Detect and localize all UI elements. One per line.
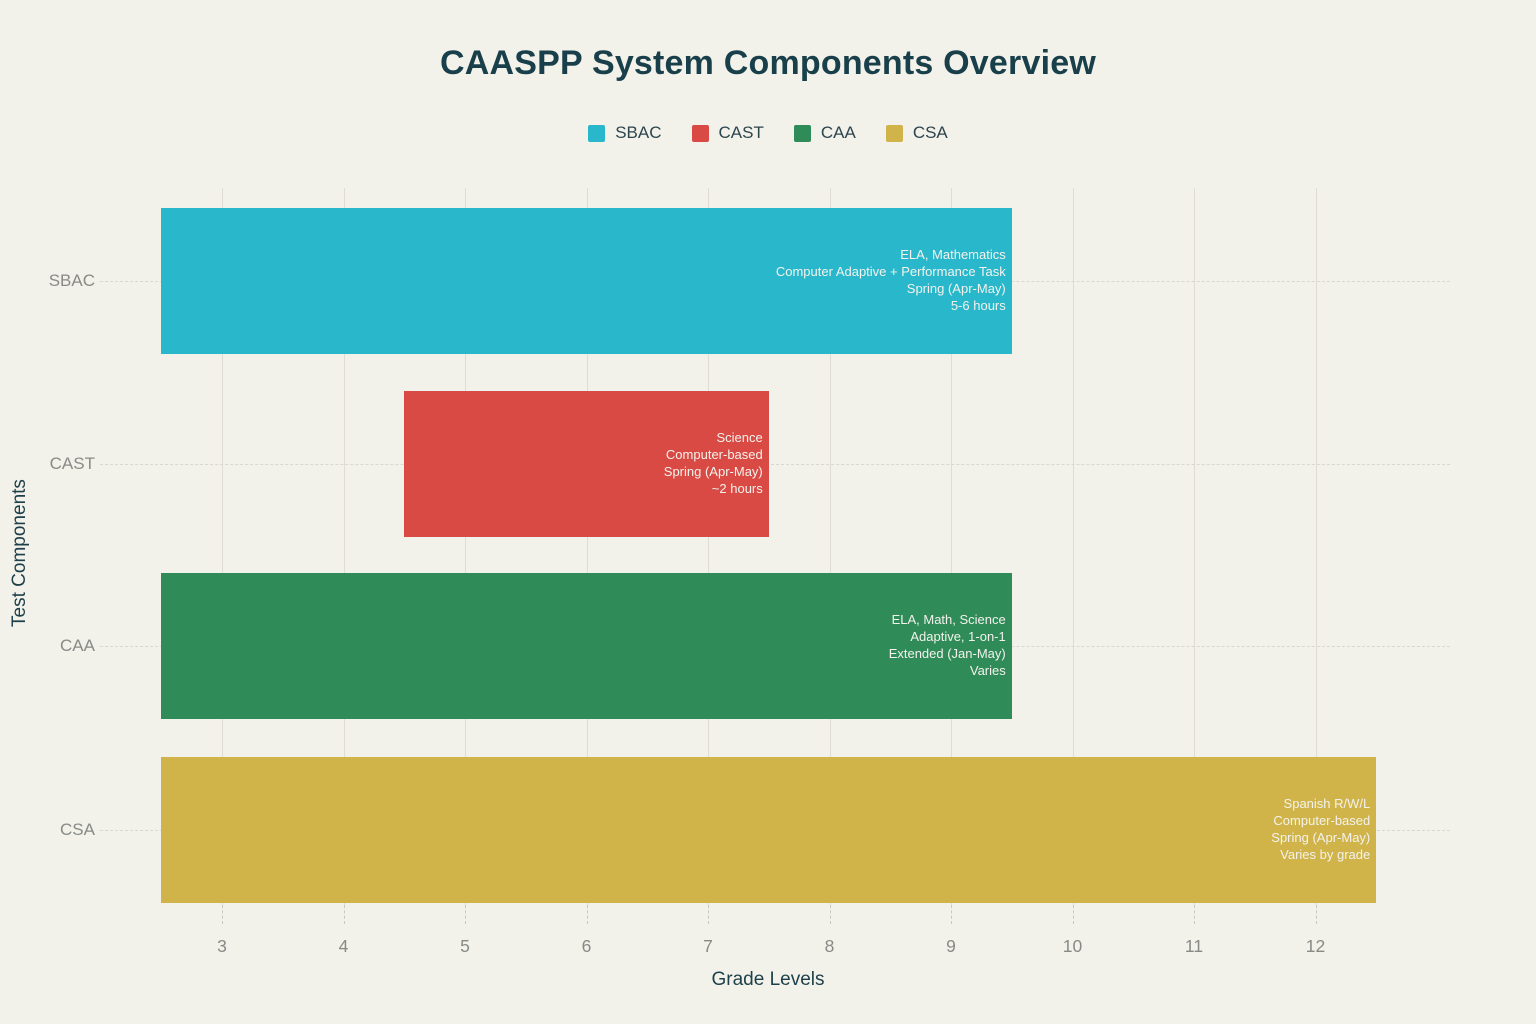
legend-item-sbac[interactable]: SBAC — [588, 123, 662, 143]
bar-label-line: Spring (Apr-May) — [663, 464, 763, 479]
tick-mark-10 — [1072, 905, 1074, 924]
bar-label-line: Adaptive, 1-on-1 — [910, 629, 1006, 645]
tick-mark-3 — [222, 905, 223, 924]
tick-mark-11 — [1194, 905, 1195, 924]
x-tick-label-3: 3 — [217, 936, 227, 956]
legend-item-cast[interactable]: CAST — [691, 123, 764, 143]
legend-item-csa[interactable]: CSA — [885, 123, 948, 143]
x-tick-label-9: 9 — [946, 936, 956, 956]
tick-mark-6 — [586, 905, 588, 924]
x-tick-label-6: 6 — [581, 936, 592, 956]
gridline-x-9 — [951, 188, 952, 905]
gridline-x-8 — [829, 188, 831, 905]
y-tick-label-sbac: SBAC — [48, 271, 95, 290]
gridline-x-5 — [465, 188, 466, 905]
legend-swatch-csa — [885, 124, 903, 142]
bar-label-line: 5-6 hours — [950, 297, 1006, 313]
x-tick-label-4: 4 — [338, 936, 349, 956]
legend-swatch-caa — [793, 124, 811, 142]
gridline-x-7 — [708, 188, 709, 905]
bar-label-line: Varies by grade — [1280, 846, 1371, 862]
chart-title: CAASPP System Components Overview — [440, 44, 1096, 82]
x-tick-label-5: 5 — [460, 936, 470, 956]
bar-label-line: Computer-based — [1273, 813, 1371, 829]
x-tick-label-8: 8 — [824, 936, 835, 956]
bar-label-line: Varies — [969, 662, 1006, 678]
tick-mark-9 — [951, 905, 952, 924]
bar-label-line: Spring (Apr-May) — [906, 281, 1006, 296]
x-axis-title: Grade Levels — [711, 969, 825, 990]
y-axis-title: Test Components — [9, 479, 30, 627]
x-tick-label-12: 12 — [1305, 936, 1326, 956]
tick-mark-5 — [465, 905, 466, 924]
bar-label-line: Science — [716, 430, 763, 446]
bar-label-line: Computer-based — [665, 447, 763, 463]
gridline-x-4 — [343, 188, 345, 905]
gridline-x-12 — [1315, 188, 1317, 905]
legend-label: CAA — [820, 123, 856, 142]
x-tick-label-7: 7 — [703, 936, 713, 956]
y-tick-label-caa: CAA — [60, 636, 95, 655]
tick-mark-12 — [1315, 905, 1317, 924]
y-tick-label-csa: CSA — [60, 820, 95, 839]
bar-label-line: ~2 hours — [711, 480, 763, 496]
row-gridline-cast — [100, 464, 1450, 465]
bar-label-line: ELA, Mathematics — [900, 247, 1006, 263]
y-tick-label-cast: CAST — [49, 454, 95, 473]
x-tick-label-10: 10 — [1062, 936, 1083, 956]
legend-swatch-sbac — [588, 124, 606, 142]
gridline-x-11 — [1194, 188, 1195, 905]
bar-label-line: Spring (Apr-May) — [1271, 830, 1371, 845]
bar-label-line: Spanish R/W/L — [1283, 796, 1371, 812]
legend-label: SBAC — [615, 123, 662, 142]
legend-item-caa[interactable]: CAA — [793, 123, 856, 143]
tick-mark-8 — [829, 905, 831, 924]
bar-label-line: Computer Adaptive + Performance Task — [775, 264, 1006, 280]
legend-label: CSA — [912, 123, 948, 142]
legend-swatch-cast — [691, 124, 709, 142]
legend-label: CAST — [718, 123, 764, 142]
gridline-x-6 — [586, 188, 588, 905]
legend: SBAC CAST CAA CSA — [0, 123, 1536, 143]
tick-mark-7 — [708, 905, 709, 924]
bar-label-line: ELA, Math, Science — [891, 612, 1006, 628]
tick-mark-4 — [343, 905, 345, 924]
x-tick-label-11: 11 — [1184, 936, 1204, 956]
bar-label-line: Extended (Jan-May) — [888, 646, 1006, 661]
gridline-x-10 — [1072, 188, 1074, 905]
gridline-x-3 — [222, 188, 223, 905]
